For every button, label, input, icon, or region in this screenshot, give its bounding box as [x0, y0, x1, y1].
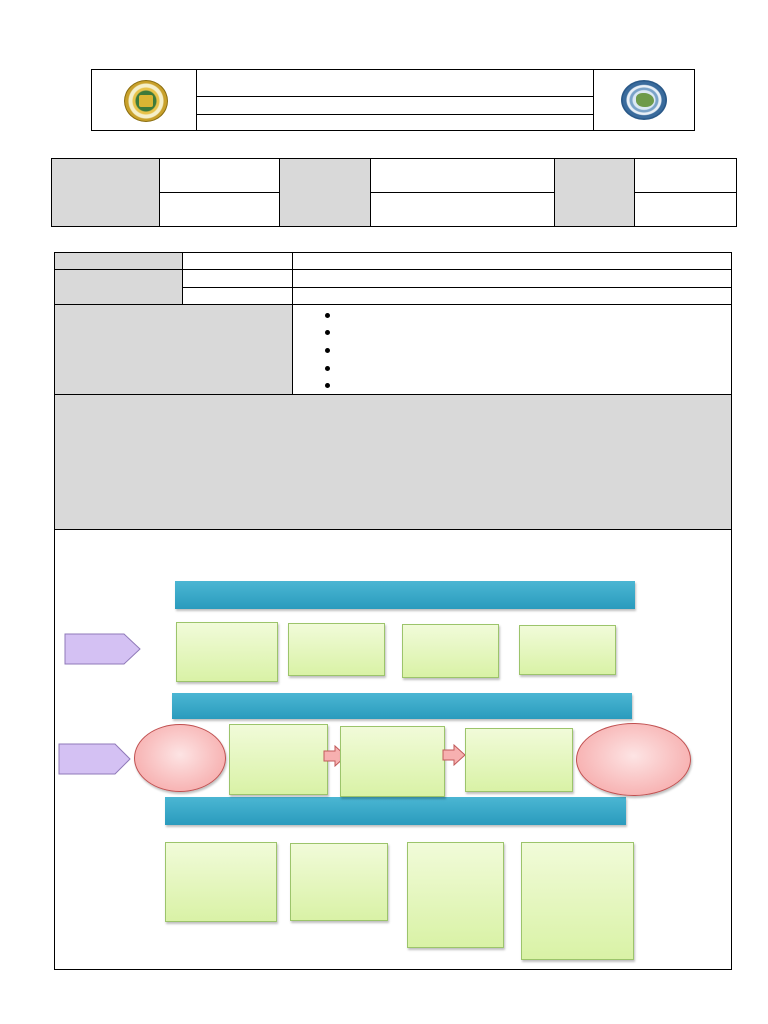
bullet-icon	[325, 330, 330, 335]
header-row-2	[197, 97, 593, 115]
diagram-band-1	[175, 581, 635, 609]
row2-value-a	[293, 270, 731, 288]
university-seal-left-logo	[124, 80, 168, 122]
row1-box-3	[402, 624, 499, 678]
row3-box-3	[407, 842, 504, 948]
row2-box-3	[465, 728, 573, 792]
diagram-band-3	[165, 797, 626, 825]
row3-label	[55, 305, 293, 395]
row1-box-1	[176, 622, 278, 682]
row3-bullet-list	[293, 305, 731, 395]
meta-label-2	[280, 159, 371, 226]
row1-box-2	[288, 623, 385, 676]
document-header	[91, 69, 695, 131]
row2-value-b	[293, 288, 731, 305]
bullet-icon	[325, 366, 330, 371]
metadata-table	[51, 158, 737, 227]
list-item	[337, 326, 717, 340]
row2-sub-b	[183, 288, 293, 305]
university-seal-right-logo	[621, 80, 667, 120]
start-oval	[134, 724, 226, 792]
row1-value	[293, 253, 731, 270]
list-item	[337, 309, 717, 323]
row3-box-2	[290, 843, 388, 921]
diagram-band-2	[172, 693, 632, 719]
pentagon-arrow-1	[64, 633, 142, 665]
bullet-icon	[325, 313, 330, 318]
row1-label	[55, 253, 183, 270]
meta-value-2-bottom	[371, 193, 555, 226]
bullet-icon	[325, 383, 330, 388]
row3-box-1	[165, 842, 277, 922]
meta-value-1-top	[160, 159, 280, 193]
left-logo-cell	[92, 70, 197, 130]
main-table	[54, 252, 732, 970]
list-item	[337, 379, 717, 393]
meta-value-3-top	[635, 159, 736, 193]
row4-description	[55, 395, 731, 530]
end-oval	[576, 723, 691, 796]
right-arrow-icon	[442, 744, 466, 766]
row2-box-1	[229, 724, 328, 795]
meta-label-3	[555, 159, 635, 226]
list-item	[337, 344, 717, 358]
row2-label	[55, 270, 183, 305]
meta-value-2-top	[371, 159, 555, 193]
meta-value-1-bottom	[160, 193, 280, 226]
pentagon-arrow-2	[58, 743, 132, 775]
header-row-3	[197, 115, 593, 130]
row1-box-4	[519, 625, 616, 675]
row2-sub-a	[183, 270, 293, 288]
meta-label-1	[52, 159, 160, 226]
row3-box-4	[521, 842, 634, 960]
right-logo-cell	[593, 70, 694, 130]
list-item	[337, 362, 717, 376]
meta-value-3-bottom	[635, 193, 736, 226]
bullet-icon	[325, 348, 330, 353]
row2-box-2	[340, 726, 445, 797]
row1-sub	[183, 253, 293, 270]
header-row-1	[197, 70, 593, 97]
